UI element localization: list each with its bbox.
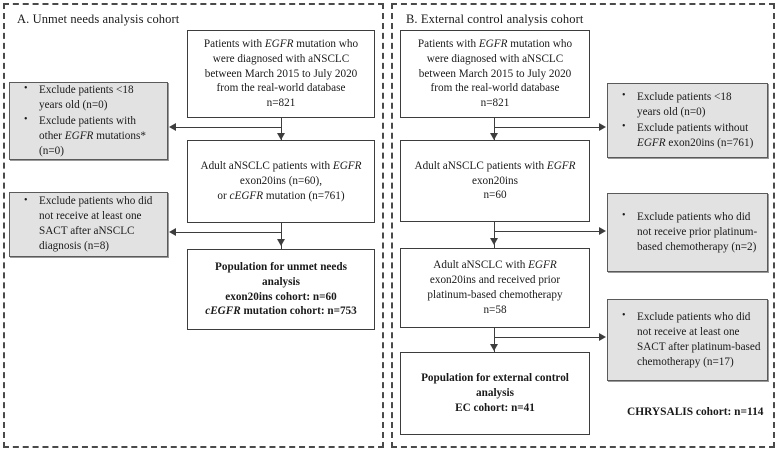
a-final-line2: analysis xyxy=(262,275,300,288)
b-exclusion-1-list: Exclude patients <18 years old (n=0) Exc… xyxy=(614,89,761,151)
b-exclusion-2-item-1: Exclude patients who did not receive pri… xyxy=(620,209,761,255)
box-b-final-population: Population for external control analysis… xyxy=(400,352,590,435)
a-mid-line1: Adult aNSCLC patients with EGFR xyxy=(200,160,362,173)
b-arrow-right-2 xyxy=(599,226,606,235)
b-connector-3-branch-right xyxy=(494,337,599,338)
panel-b-title: B. External control analysis cohort xyxy=(406,12,584,26)
b-arrow-down-3 xyxy=(489,344,498,351)
a-arrow-down-2 xyxy=(276,239,285,246)
a-mid-line2: exon20ins (n=60), xyxy=(239,175,323,188)
a-arrow-left-2 xyxy=(169,227,176,236)
b-final-line3: EC cohort: n=41 xyxy=(455,401,535,414)
box-b-adult-exon20ins: Adult aNSCLC patients with EGFR exon20in… xyxy=(400,140,590,222)
box-a-source-population: Patients with EGFR mutation who were dia… xyxy=(187,30,375,118)
b-connector-1-vertical xyxy=(494,118,495,144)
b-source-line1: Patients with EGFR mutation who xyxy=(417,37,573,50)
a-exclusion-2-list: Exclude patients who did not receive at … xyxy=(16,194,161,254)
a-mid-line3: or cEGFR mutation (n=761) xyxy=(217,189,345,202)
a-source-count: n=821 xyxy=(266,97,296,110)
b-mid2-line1: Adult aNSCLC with EGFR xyxy=(433,259,557,272)
b-exclusion-3-list: Exclude patients who did not receive at … xyxy=(614,309,761,370)
b-mid2-line2: exon20ins and received prior xyxy=(429,274,561,287)
b-source-line4: from the real-world database xyxy=(430,82,560,95)
box-a-exclusion-criteria-1: Exclude patients <18 years old (n=0) Exc… xyxy=(9,82,168,160)
b-arrow-right-3 xyxy=(599,332,606,341)
b-connector-1-branch-right xyxy=(494,127,599,128)
a-source-line2: were diagnosed with aNSCLC xyxy=(212,52,350,65)
box-a-final-population: Population for unmet needs analysis exon… xyxy=(187,249,375,330)
a-final-line3: exon20ins cohort: n=60 xyxy=(225,290,337,303)
a-exclusion-1-item-1: Exclude patients <18 years old (n=0) xyxy=(22,82,161,113)
b-exclusion-1-item-2: Exclude patients without EGFR exon20ins … xyxy=(620,120,761,151)
b-arrow-right-1 xyxy=(599,122,606,131)
chrysalis-cohort-label: CHRYSALIS cohort: n=114 xyxy=(627,406,764,418)
box-b-exclusion-criteria-2: Exclude patients who did not receive pri… xyxy=(607,193,768,272)
b-exclusion-2-list: Exclude patients who did not receive pri… xyxy=(614,209,761,255)
a-source-line3: between March 2015 to July 2020 xyxy=(204,67,358,80)
box-b-source-population: Patients with EGFR mutation who were dia… xyxy=(400,30,590,118)
b-source-line2: were diagnosed with aNSCLC xyxy=(426,52,564,65)
a-exclusion-2-item-1: Exclude patients who did not receive at … xyxy=(22,194,161,254)
panel-a-title: A. Unmet needs analysis cohort xyxy=(17,12,180,26)
a-connector-1-branch-left xyxy=(176,127,281,128)
b-arrow-down-2 xyxy=(489,238,498,245)
a-final-line1: Population for unmet needs xyxy=(215,260,347,273)
b-final-line2: analysis xyxy=(476,387,514,400)
a-connector-2-vertical xyxy=(281,223,282,249)
b-connector-2-vertical xyxy=(494,222,495,248)
box-a-adult-exon20ins-or-cegfr: Adult aNSCLC patients with EGFR exon20in… xyxy=(187,140,375,223)
box-b-exclusion-criteria-1: Exclude patients <18 years old (n=0) Exc… xyxy=(607,83,768,158)
a-connector-2-branch-left xyxy=(176,232,281,233)
a-connector-1-vertical xyxy=(281,118,282,144)
b-mid1-line2: exon20ins xyxy=(472,174,518,187)
b-mid1-line1: Adult aNSCLC patients with EGFR xyxy=(414,159,576,172)
box-b-adult-exon20ins-platinum: Adult aNSCLC with EGFR exon20ins and rec… xyxy=(400,248,590,328)
a-exclusion-1-list: Exclude patients <18 years old (n=0) Exc… xyxy=(16,82,161,159)
a-arrow-left-1 xyxy=(169,122,176,131)
a-final-line4: cEGFR mutation cohort: n=753 xyxy=(205,305,357,318)
a-source-line4: from the real-world database xyxy=(216,82,346,95)
a-arrow-down-1 xyxy=(276,133,285,140)
b-mid1-count: n=60 xyxy=(483,189,507,202)
a-source-line1: Patients with EGFR mutation who xyxy=(203,37,359,50)
b-final-line1: Population for external control xyxy=(421,372,569,385)
b-connector-3-vertical xyxy=(494,328,495,354)
b-source-count: n=821 xyxy=(480,97,510,110)
b-mid2-count: n=58 xyxy=(483,303,507,316)
a-exclusion-1-item-2: Exclude patients with other EGFR mutatio… xyxy=(22,113,161,159)
b-arrow-down-1 xyxy=(489,133,498,140)
b-exclusion-1-item-1: Exclude patients <18 years old (n=0) xyxy=(620,89,761,120)
box-a-exclusion-criteria-2: Exclude patients who did not receive at … xyxy=(9,192,168,257)
b-mid2-line3: platinum-based chemotherapy xyxy=(427,289,563,301)
b-connector-2-branch-right xyxy=(494,231,599,232)
b-exclusion-3-item-1: Exclude patients who did not receive at … xyxy=(620,309,761,370)
b-source-line3: between March 2015 to July 2020 xyxy=(418,67,572,80)
box-b-exclusion-criteria-3: Exclude patients who did not receive at … xyxy=(607,299,768,381)
